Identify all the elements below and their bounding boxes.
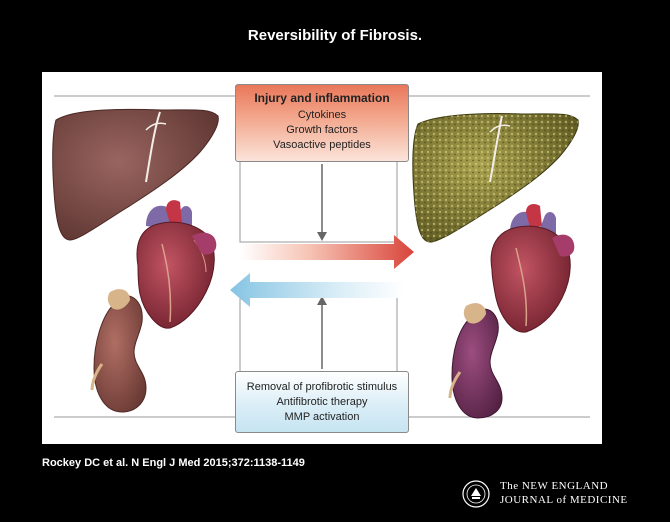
figure-panel: Injury and inflammation Cytokines Growth…	[42, 72, 602, 444]
down-arrow-head	[317, 232, 327, 241]
nejm-seal-icon	[462, 480, 490, 508]
fibrosis-arrow	[240, 235, 414, 269]
nejm-logo: The NEW ENGLAND JOURNAL of MEDICINE	[462, 478, 642, 514]
reversal-box-item: Removal of profibrotic stimulus	[246, 381, 398, 393]
injury-box-title: Injury and inflammation	[254, 91, 390, 105]
injury-inflammation-box: Injury and inflammation Cytokines Growth…	[235, 84, 409, 162]
forward-connector	[239, 162, 398, 243]
injury-box-item: Vasoactive peptides	[273, 139, 371, 151]
normal-kidney-illustration	[90, 289, 147, 413]
reversal-arrow	[230, 273, 404, 307]
injury-box-item: Growth factors	[286, 124, 358, 136]
injury-box-item: Cytokines	[297, 109, 347, 121]
figure-diagram	[52, 95, 590, 419]
fibrotic-liver-illustration	[412, 112, 579, 243]
slide-title: Reversibility of Fibrosis.	[247, 27, 423, 44]
reverse-connector	[239, 293, 398, 371]
reversal-box-item: MMP activation	[284, 411, 360, 423]
reversal-box-item: Antifibrotic therapy	[276, 396, 368, 408]
up-arrow-head	[317, 296, 327, 305]
fibrotic-heart-illustration	[490, 204, 575, 333]
fibrotic-kidney-illustration	[448, 303, 503, 419]
citation-text: Rockey DC et al. N Engl J Med 2015;372:1…	[42, 457, 305, 469]
normal-heart-illustration	[136, 200, 217, 329]
reversal-box: Removal of profibrotic stimulus Antifibr…	[235, 371, 409, 433]
journal-line-2: JOURNAL of MEDICINE	[500, 494, 628, 506]
normal-liver-illustration	[52, 108, 219, 241]
journal-line-1: The NEW ENGLAND	[500, 480, 609, 492]
